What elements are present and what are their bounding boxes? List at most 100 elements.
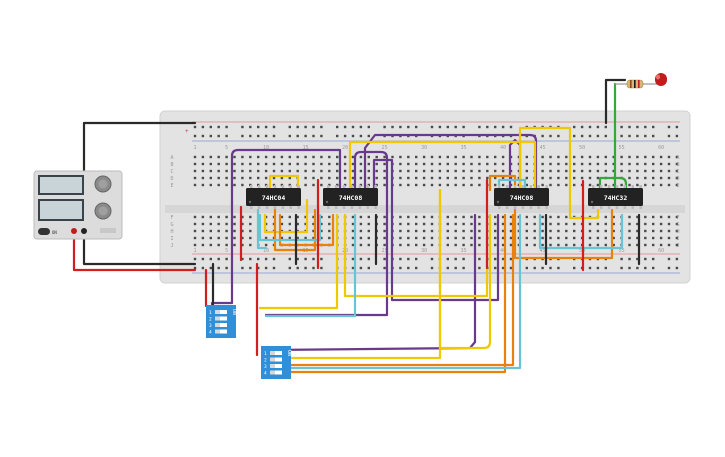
chip-pin bbox=[334, 185, 338, 188]
wire-orange-2[interactable] bbox=[278, 213, 335, 247]
wire-green-2[interactable] bbox=[598, 176, 628, 192]
chip-pin1-marker bbox=[590, 200, 594, 204]
wire-yellow-6[interactable] bbox=[438, 188, 492, 350]
wire-yellow-2[interactable] bbox=[348, 140, 537, 192]
wire-purple-6[interactable] bbox=[269, 213, 477, 352]
ic-chips[interactable]: 74HC04 74HC08 74HC08 74HC32 bbox=[246, 185, 643, 209]
column-number-bottom: 55 bbox=[619, 248, 625, 254]
chip-pin bbox=[639, 185, 642, 188]
column-number-top: 60 bbox=[658, 145, 664, 151]
dip-switch-slot[interactable] bbox=[215, 323, 227, 327]
led-assembly[interactable] bbox=[615, 73, 667, 89]
chip-pin bbox=[257, 206, 261, 209]
row-letter: A bbox=[676, 155, 679, 161]
row-letter: D bbox=[170, 176, 173, 182]
wires[interactable] bbox=[72, 78, 641, 374]
column-number-top: 30 bbox=[421, 145, 427, 151]
wire-cyan-2[interactable] bbox=[264, 213, 357, 318]
wire-yellow-7[interactable] bbox=[263, 198, 309, 234]
chip-pin bbox=[529, 206, 533, 209]
chip-pin bbox=[505, 185, 509, 188]
wire-orange-6[interactable] bbox=[488, 174, 517, 192]
chip-pin bbox=[350, 185, 354, 188]
wire-black-5[interactable] bbox=[604, 78, 627, 125]
dip-switch-toggle[interactable] bbox=[215, 329, 220, 334]
chip-body bbox=[588, 188, 643, 206]
wire-purple-1[interactable] bbox=[210, 148, 342, 314]
wire-yellow-3[interactable] bbox=[518, 126, 600, 220]
row-letter: D bbox=[676, 176, 679, 182]
dip-switch-toggle[interactable] bbox=[215, 316, 220, 321]
wire-cyan-1[interactable] bbox=[258, 213, 322, 242]
resistor-band-1 bbox=[630, 80, 632, 88]
power-supply-label-plate bbox=[100, 228, 116, 233]
row-letter: G bbox=[170, 222, 173, 228]
led[interactable] bbox=[655, 73, 667, 86]
dip-switch-slot[interactable] bbox=[270, 357, 282, 362]
dip-switch-slot[interactable] bbox=[270, 370, 282, 375]
chip-pin bbox=[265, 185, 269, 188]
chip-pin bbox=[342, 206, 346, 209]
dip-switch-toggle[interactable] bbox=[215, 323, 220, 327]
row-letter: J bbox=[676, 243, 679, 249]
dip-switch-slot[interactable] bbox=[270, 351, 282, 355]
wire-cyan-3[interactable] bbox=[269, 213, 522, 370]
dip-switch-slot[interactable] bbox=[215, 310, 227, 314]
wire-purple-3[interactable] bbox=[363, 133, 538, 192]
dip-switch-slot[interactable] bbox=[215, 329, 227, 334]
chip-pin bbox=[327, 206, 330, 209]
ic-chip-3[interactable]: 74HC08 bbox=[494, 185, 549, 209]
chip-label: 74HC04 bbox=[262, 194, 286, 202]
wire-purple-2[interactable] bbox=[264, 150, 389, 317]
wire-purple-5[interactable] bbox=[372, 158, 500, 302]
dip-switch-toggle[interactable] bbox=[270, 370, 275, 375]
wire-yellow-8[interactable] bbox=[266, 188, 442, 360]
power-toggle-label: ON bbox=[52, 230, 57, 235]
wire-cyan-4[interactable] bbox=[538, 213, 624, 250]
chip-pin bbox=[631, 185, 634, 188]
resistor-band-2 bbox=[634, 80, 636, 88]
row-letter: F bbox=[170, 215, 173, 221]
dip-switch-number: 3 bbox=[264, 364, 267, 370]
chip-pin bbox=[592, 185, 595, 188]
dip-switch-slot[interactable] bbox=[270, 364, 282, 368]
wire-yellow-4[interactable] bbox=[258, 213, 339, 310]
wire-orange-4[interactable] bbox=[269, 213, 507, 374]
row-letter: C bbox=[676, 169, 679, 175]
column-number-bottom: 5 bbox=[225, 248, 228, 254]
wire-orange-5[interactable] bbox=[513, 208, 614, 260]
chip-pin bbox=[607, 185, 611, 188]
row-letter: E bbox=[676, 183, 679, 189]
ic-chip-4[interactable]: 74HC32 bbox=[588, 185, 643, 209]
chip-pin bbox=[615, 206, 619, 209]
chip-pin bbox=[297, 206, 300, 209]
row-letter: H bbox=[170, 229, 173, 235]
chip-pin bbox=[599, 206, 603, 209]
ic-chip-1[interactable]: 74HC04 bbox=[246, 185, 301, 209]
wire-orange-3[interactable] bbox=[269, 213, 515, 367]
dip-switch-toggle[interactable] bbox=[270, 364, 275, 368]
ic-chip-2[interactable]: 74HC08 bbox=[323, 185, 378, 209]
dip-switch-toggle[interactable] bbox=[270, 351, 275, 355]
dip-switch-slot[interactable] bbox=[215, 316, 227, 321]
power-toggle[interactable] bbox=[38, 228, 50, 235]
wire-yellow-1[interactable] bbox=[268, 174, 300, 192]
dip-switch-toggle[interactable] bbox=[270, 357, 275, 362]
chip-pin bbox=[289, 206, 292, 209]
chip-body bbox=[246, 188, 301, 206]
wire-red-rail[interactable] bbox=[72, 229, 197, 272]
wire-cyan-6[interactable] bbox=[256, 208, 268, 250]
chip-pin bbox=[374, 206, 377, 209]
chip-pin bbox=[265, 206, 269, 209]
dip-switch-toggle[interactable] bbox=[215, 310, 220, 314]
terminal-positive[interactable] bbox=[71, 228, 77, 234]
chip-pin bbox=[498, 206, 501, 209]
terminal-negative[interactable] bbox=[81, 228, 87, 234]
power-supply[interactable]: ON bbox=[33, 170, 123, 240]
